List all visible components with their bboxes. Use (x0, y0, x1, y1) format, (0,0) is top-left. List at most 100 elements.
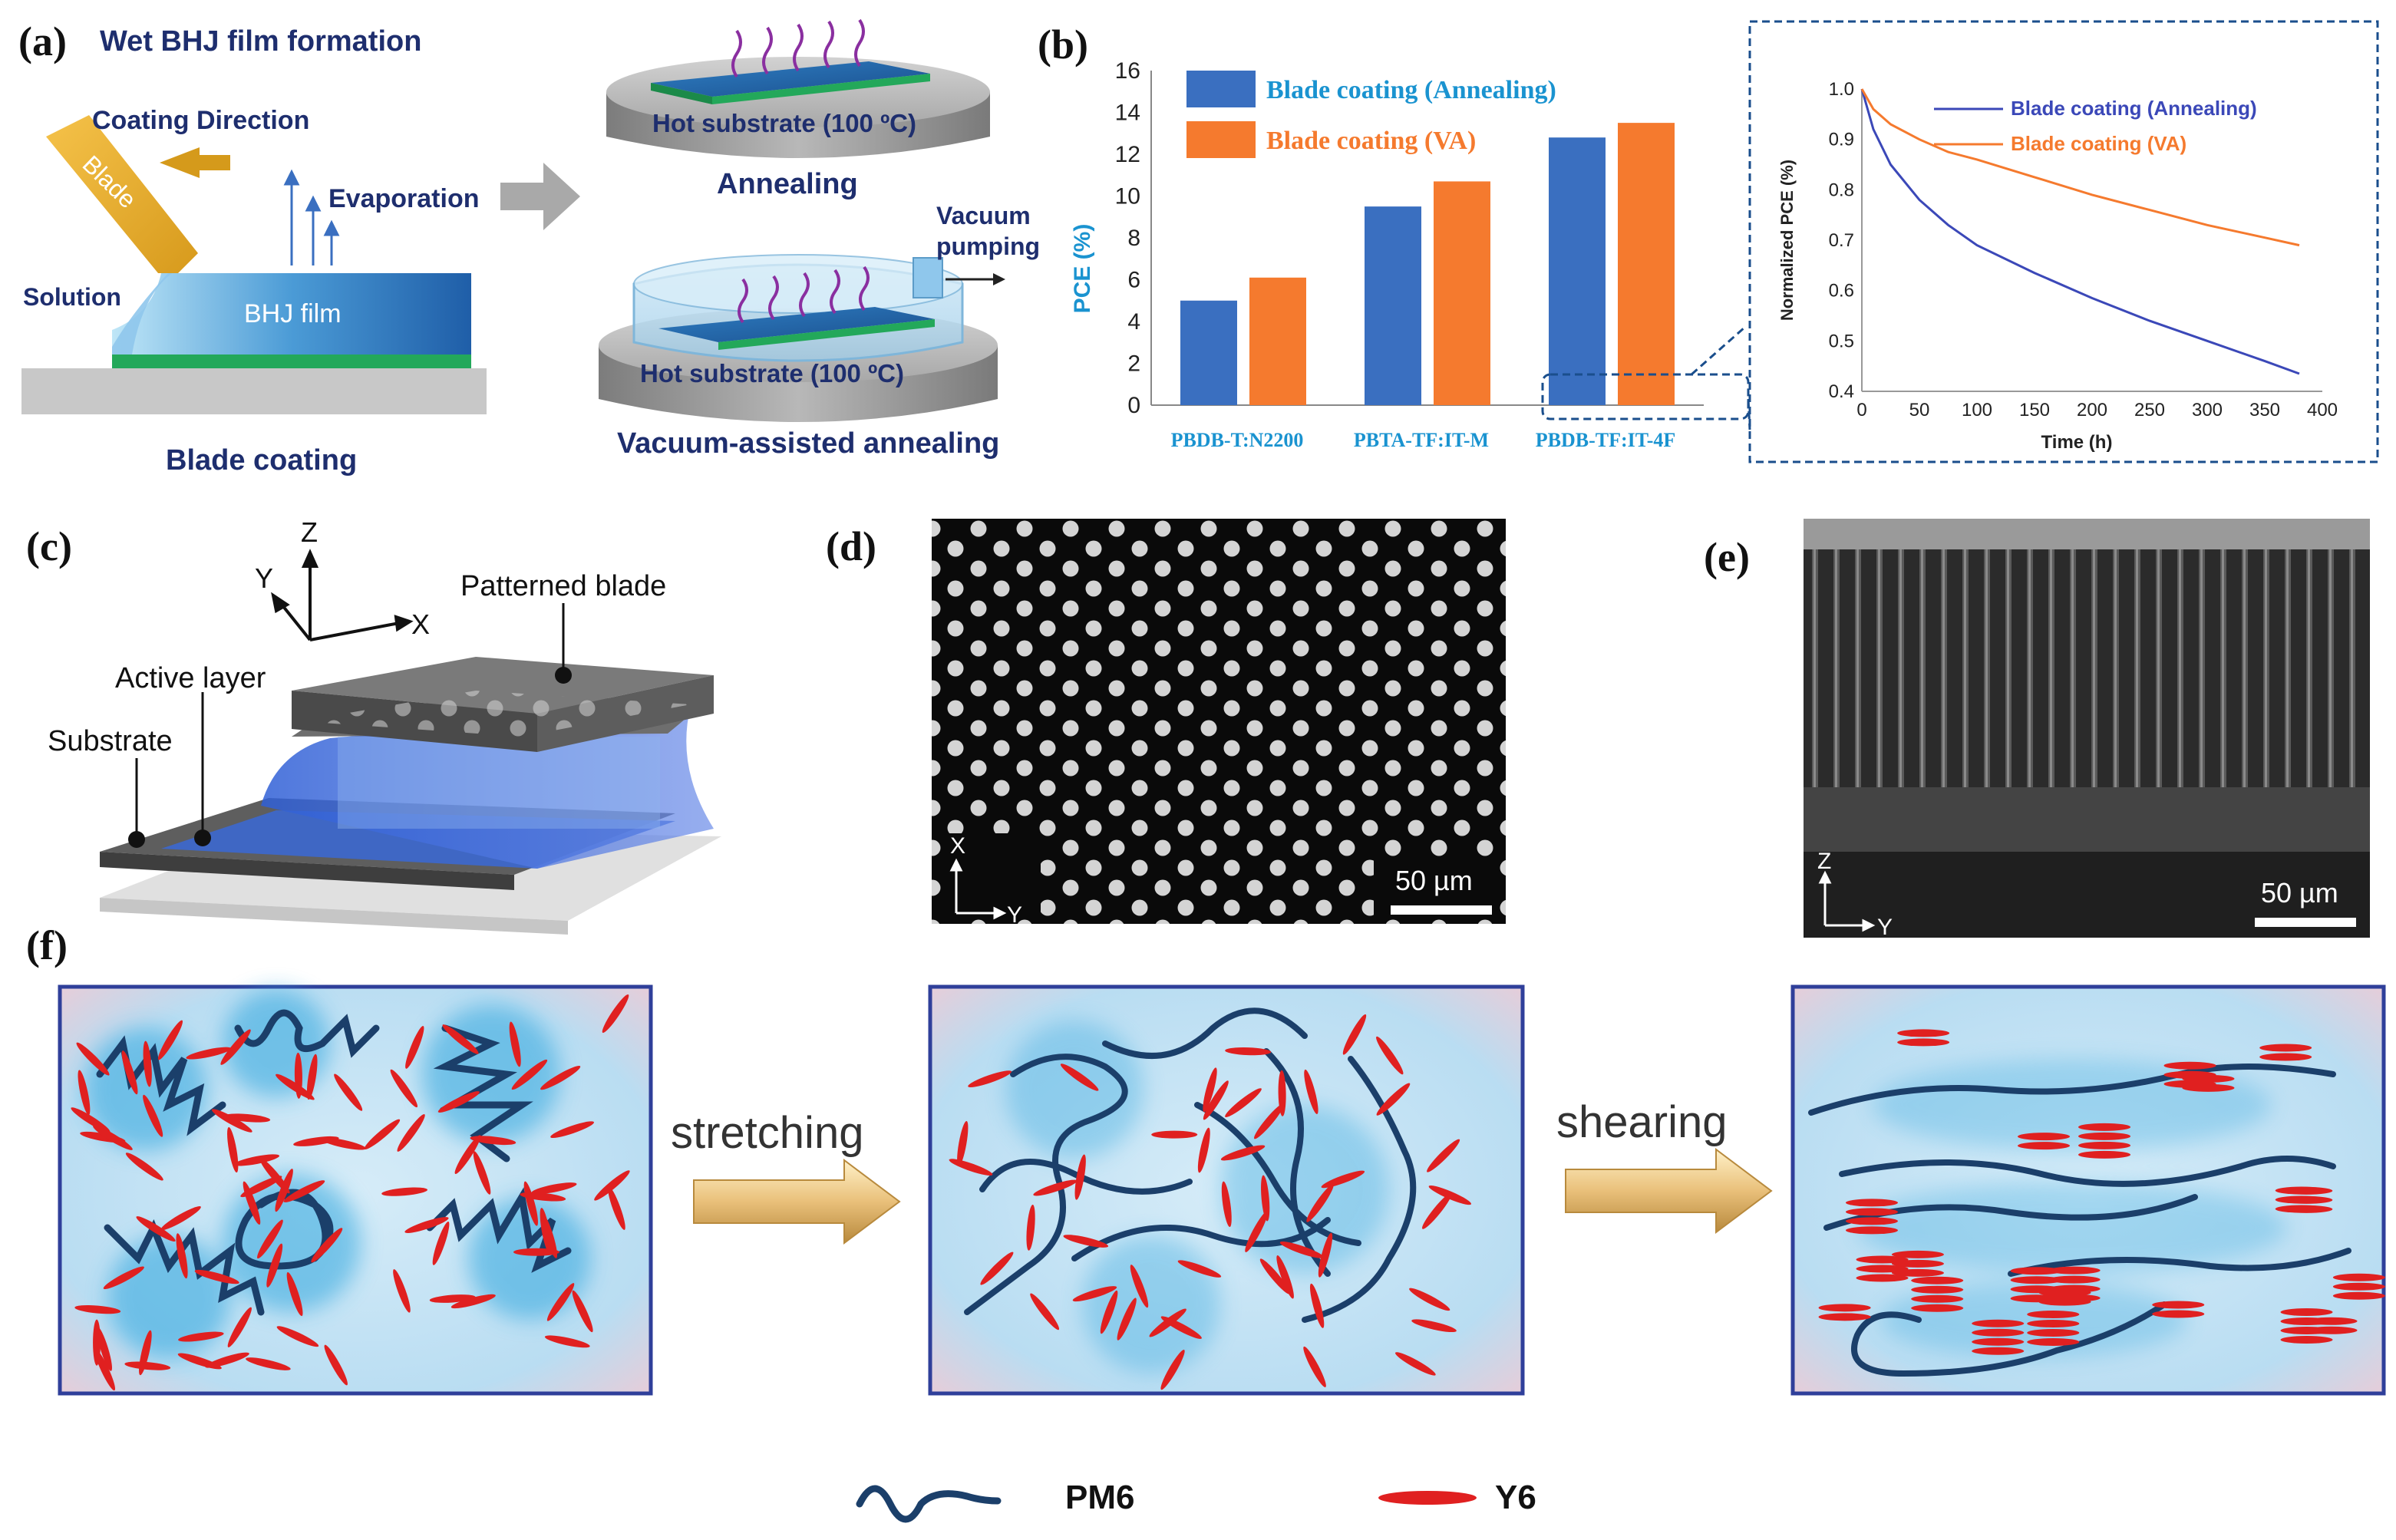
liquid-meniscus (261, 706, 714, 869)
y6-molecule (2038, 1298, 2091, 1306)
line-xtick-label: 100 (1962, 400, 1992, 420)
y6-molecule (234, 1154, 279, 1166)
y6-molecule (93, 1319, 101, 1366)
line-ytick-label: 0.5 (1829, 331, 1854, 351)
y6-molecule (1856, 1274, 1909, 1282)
y6-molecules (949, 1014, 1472, 1390)
substrate-base (21, 368, 487, 414)
bar-legend-swatch (1186, 71, 1256, 107)
vacuum-label-2: pumping (936, 232, 1040, 260)
panel-d-label: (d) (826, 523, 876, 569)
blade-coating-caption: Blade coating (166, 444, 357, 477)
y6-molecule (1063, 1235, 1109, 1248)
blade-pillars (338, 737, 660, 829)
y6-molecule (78, 1070, 91, 1116)
y6-molecule (321, 1137, 366, 1150)
bar-ytick-label: 12 (1115, 142, 1140, 167)
y6-molecule (511, 1059, 548, 1090)
bar-ytick-label: 10 (1115, 184, 1140, 209)
y6-molecule (136, 1216, 176, 1242)
y6-molecule (432, 1222, 450, 1265)
y6-molecule (1259, 1258, 1291, 1294)
y6-molecule (957, 1120, 969, 1167)
line-ytick-label: 0.6 (1829, 281, 1854, 302)
y6-molecule (205, 1352, 249, 1368)
y6-molecule (2048, 1266, 2101, 1275)
y6-molecule (186, 1047, 232, 1060)
y6-molecule (276, 1326, 319, 1347)
y6-legend-icon (1378, 1491, 1477, 1505)
y6-molecule (450, 1294, 496, 1309)
y6-molecule (211, 1109, 252, 1133)
y6-molecule (1033, 1179, 1078, 1196)
y6-molecule (2332, 1273, 2385, 1281)
y6-molecule (1911, 1294, 1964, 1303)
y6-molecule (94, 1348, 115, 1391)
panel-f-label: (f) (26, 922, 68, 968)
bar-legend-label: Blade coating (Annealing) (1266, 76, 1556, 104)
y6-molecule (2018, 1133, 2071, 1141)
substrate-dark-side (100, 852, 514, 890)
y6-molecule (157, 1020, 183, 1060)
bar-category-label: PBDB-TF:IT-4F (1536, 429, 1676, 451)
y6-molecule (266, 1243, 283, 1288)
y6-molecule (240, 1176, 282, 1198)
line-series (1860, 88, 2300, 375)
patterned-blade-label: Patterned blade (460, 570, 666, 602)
sem-axes-icon (949, 858, 1007, 920)
y6-molecule (390, 1069, 418, 1108)
y6-molecule (2010, 1267, 2063, 1275)
y6-molecule (1203, 1067, 1217, 1113)
shearing-label: shearing (1556, 1097, 1727, 1147)
y6-molecule (509, 1021, 521, 1067)
shearing-arrow (1565, 1148, 1773, 1234)
heat-arrows-va (738, 265, 870, 324)
y6-molecule (2038, 1288, 2091, 1297)
line-ytick-label: 0.8 (1829, 180, 1854, 200)
evaporation-label: Evaporation (328, 184, 479, 213)
scale-label: 50 µm (1395, 865, 1473, 896)
y6-molecule (1149, 1308, 1186, 1337)
bar (1549, 137, 1606, 405)
panel-a-label: (a) (18, 18, 67, 64)
y6-molecule (311, 1228, 343, 1263)
sem-axis-z: Z (1817, 849, 1831, 874)
y6-molecule (1177, 1260, 1222, 1278)
y6-molecule (1856, 1255, 1909, 1264)
y6-molecule (2163, 1061, 2216, 1070)
y6-molecule (1318, 1232, 1333, 1278)
panel-d: (d) 50 µm X Y (826, 519, 1506, 928)
y6-molecule (2332, 1291, 2385, 1300)
bar-ylabel: PCE (%) (1070, 224, 1095, 314)
morphology-box-1 (58, 984, 653, 1396)
va-caption: Vacuum-assisted annealing (617, 427, 999, 460)
y6-molecule (121, 1050, 138, 1095)
y6-molecule (1072, 1286, 1117, 1302)
y6-molecule (1972, 1319, 2025, 1327)
y6-molecule (550, 1121, 594, 1139)
process-arrow (500, 163, 580, 230)
y6-molecule (1846, 1199, 1899, 1207)
y6-molecule (1376, 1036, 1404, 1075)
hot-substrate-1: Hot substrate (100 ºC) (652, 109, 916, 137)
y6-molecule (125, 1153, 163, 1181)
y6-molecule (1220, 1145, 1266, 1161)
blade-icon (46, 115, 198, 273)
bar-legend-swatch (1186, 121, 1256, 158)
y6-molecule (1411, 1319, 1457, 1333)
panel-c: (c) Z Y X (26, 516, 721, 935)
y6-molecule (1856, 1265, 1909, 1273)
y6-molecule (257, 1219, 283, 1259)
substrate-slab-side (100, 898, 568, 935)
line-ytick-label: 0.9 (1829, 130, 1854, 150)
y6-molecule (76, 1042, 110, 1076)
scale-label-e: 50 µm (2261, 877, 2338, 909)
y6-molecule (1891, 1250, 1944, 1258)
line-series (1860, 88, 2300, 247)
bar-category-label: PBDB-T:N2200 (1171, 429, 1304, 451)
y6-molecule (276, 1073, 315, 1100)
y6-molecule (1197, 1127, 1210, 1173)
y6-molecule (1818, 1313, 1871, 1321)
